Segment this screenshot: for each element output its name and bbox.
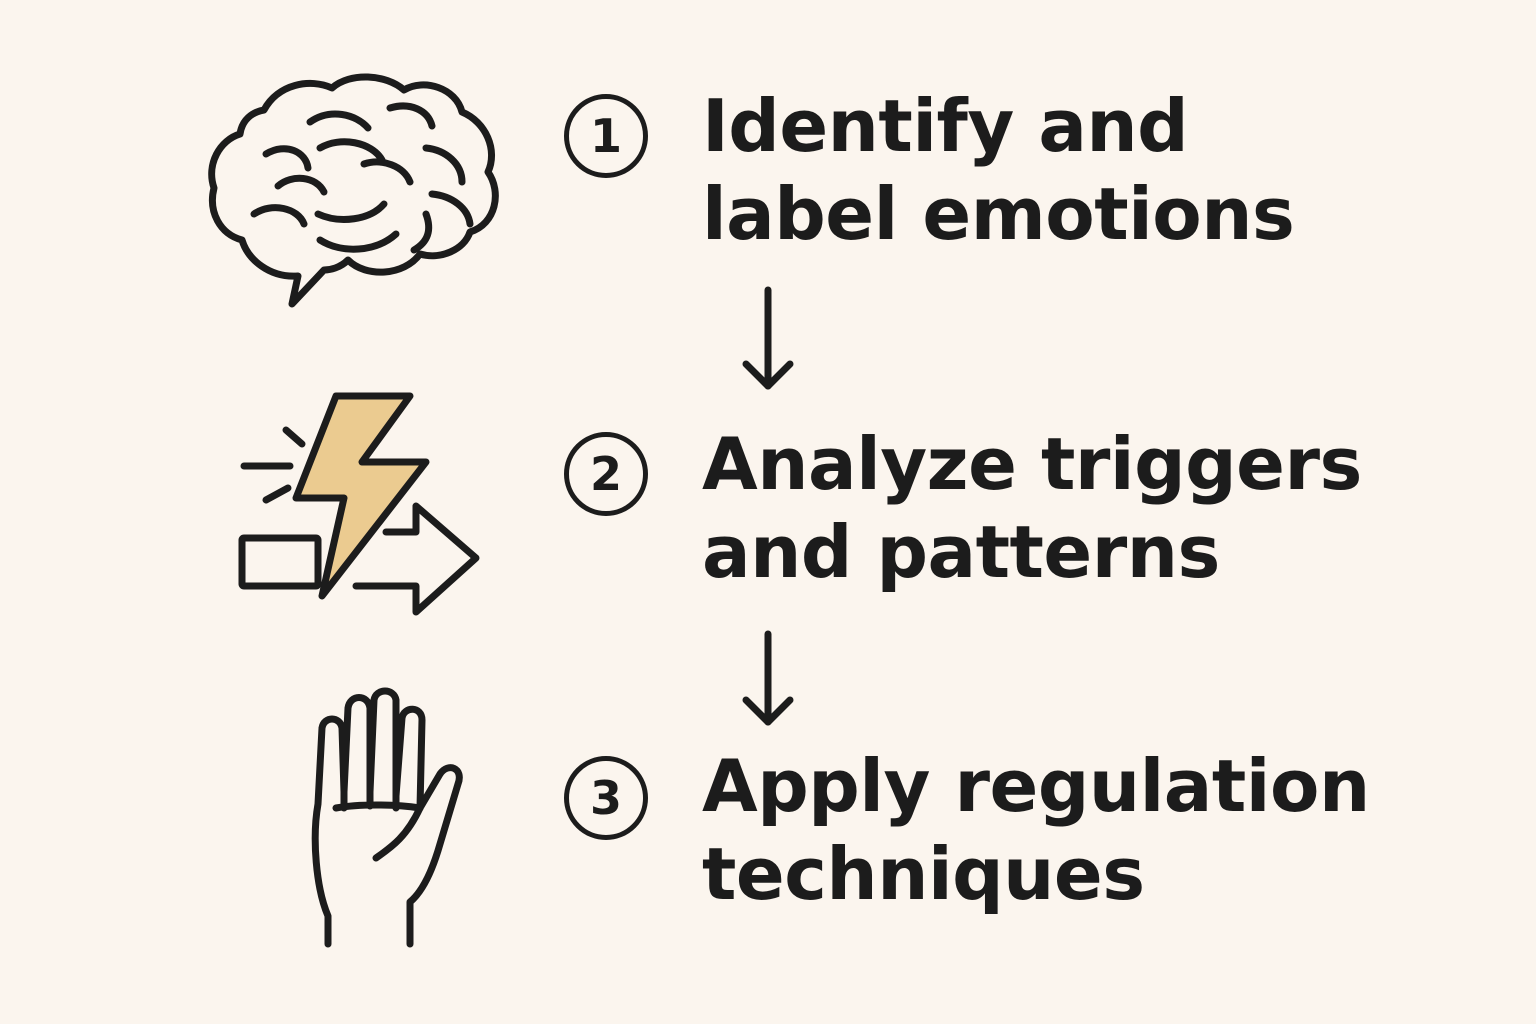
step-2-text: Analyze triggers and patterns [702, 420, 1362, 596]
step-1-number: 1 [564, 94, 648, 178]
step-2-number: 2 [564, 432, 648, 516]
down-arrow-2-to-3 [742, 630, 794, 726]
step-3-text: Apply regulation techniques [702, 742, 1370, 918]
step-1-line-2: label emotions [702, 172, 1295, 256]
step-2-line-2: and patterns [702, 510, 1220, 594]
lightning-arrow-icon [238, 392, 480, 616]
step-2-line-1: Analyze triggers [702, 422, 1362, 506]
step-3-number: 3 [564, 756, 648, 840]
step-1-line-1: Identify and [702, 84, 1189, 168]
step-3-line-1: Apply regulation [702, 744, 1370, 828]
down-arrow-1-to-2 [742, 286, 794, 390]
step-1-text: Identify and label emotions [702, 82, 1295, 258]
step-3-line-2: techniques [702, 832, 1145, 916]
brain-icon [208, 73, 499, 308]
raised-hand-icon [311, 687, 463, 948]
